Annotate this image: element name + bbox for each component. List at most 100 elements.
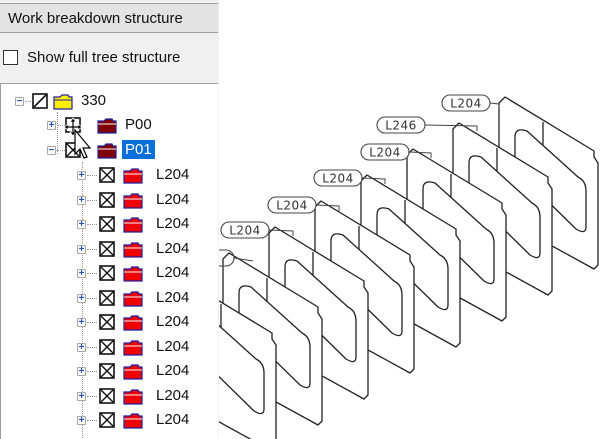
panel-title: Work breakdown structure (8, 10, 183, 27)
collapse-icon[interactable]: − (15, 96, 24, 107)
leader-line (315, 204, 340, 211)
expand-icon[interactable]: + (77, 292, 86, 304)
frame-part[interactable] (219, 279, 277, 439)
tree-node-label[interactable]: L204 (156, 362, 190, 379)
wbs-panel: Work breakdown structure Show full tree … (0, 0, 219, 439)
callout-label: L204 (229, 224, 261, 238)
leader-line (408, 151, 432, 158)
tree-node-label-selected[interactable]: P01 (122, 140, 155, 159)
show-full-tree-label[interactable]: Show full tree structure (27, 49, 181, 66)
leader-line (424, 124, 478, 131)
tree-node-l204[interactable]: + L204 (1, 263, 201, 283)
crossed-state-icon[interactable] (99, 363, 115, 379)
wbs-tree[interactable]: − 330 + P00 − (0, 83, 218, 439)
callout-label: L204 (322, 172, 354, 186)
tree-node-label[interactable]: L204 (156, 190, 190, 208)
callout-label: L204 (369, 146, 401, 160)
frame-parts (219, 96, 599, 439)
crossed-state-icon[interactable] (99, 167, 115, 183)
tree-node-label[interactable]: L204 (156, 264, 190, 281)
expand-icon[interactable]: + (77, 317, 86, 328)
expand-icon[interactable]: + (77, 268, 86, 279)
tree-connector (87, 175, 97, 176)
part-callout[interactable]: L204 (313, 169, 386, 187)
tree-connector (87, 420, 97, 421)
tree-node-l204[interactable]: + L204 (1, 165, 201, 185)
tree-connector (25, 101, 31, 102)
tree-node-label[interactable]: L204 (156, 288, 190, 306)
part-callout[interactable]: L204 (267, 196, 340, 214)
tree-connector (57, 125, 65, 126)
tree-connector (87, 248, 97, 250)
crossed-state-icon[interactable] (99, 240, 115, 257)
panel-header: Work breakdown structure (0, 3, 218, 33)
part-callout[interactable]: L204 (360, 143, 432, 161)
tree-node-label[interactable]: L204 (156, 215, 190, 232)
expand-icon[interactable]: + (77, 366, 86, 377)
tree-node-p00[interactable]: + P00 (1, 115, 201, 135)
tree-node-l204[interactable]: + L204 (1, 361, 201, 381)
crossed-state-icon[interactable] (99, 191, 115, 208)
crossed-state-icon[interactable] (99, 216, 115, 232)
tree-node-root[interactable]: − 330 (1, 91, 201, 111)
crossed-state-icon[interactable] (99, 338, 115, 355)
crossed-state-icon[interactable] (99, 387, 115, 404)
expand-icon[interactable]: + (77, 219, 86, 230)
expand-icon[interactable]: + (77, 170, 86, 181)
expand-icon[interactable]: + (77, 194, 86, 206)
tree-node-label[interactable]: L204 (156, 386, 190, 404)
tree-node-label[interactable]: P00 (125, 116, 152, 133)
tree-connector (87, 346, 97, 348)
tree-node-l204[interactable]: + L204 (1, 239, 201, 259)
tree-node-label[interactable]: L204 (156, 411, 190, 428)
expand-icon[interactable]: + (77, 415, 86, 426)
leader-line (489, 102, 500, 109)
tree-node-l204[interactable]: + L204 (1, 312, 201, 332)
crossed-state-icon[interactable] (99, 289, 115, 306)
expand-icon[interactable]: + (47, 120, 56, 131)
crossed-state-icon[interactable] (99, 265, 115, 281)
crossed-state-icon[interactable] (99, 314, 115, 330)
tree-node-label[interactable]: 330 (81, 92, 107, 109)
tree-connector (87, 297, 97, 299)
tree-connector (87, 199, 97, 201)
partial-state-icon[interactable] (32, 93, 48, 109)
folder-red-icon (123, 290, 143, 307)
folder-red-icon (123, 192, 143, 209)
part-callout[interactable]: L204 (220, 221, 294, 239)
tree-node-label[interactable]: L204 (156, 239, 190, 257)
folder-red-icon (123, 364, 143, 380)
leader-line (361, 177, 386, 184)
folder-red-icon (123, 168, 143, 184)
tree-node-l204[interactable]: + L204 (1, 190, 201, 210)
folder-red-icon (123, 388, 143, 405)
tree-connector (87, 395, 97, 397)
expand-icon[interactable]: + (77, 390, 86, 402)
tree-node-label[interactable]: L204 (156, 313, 190, 330)
tree-node-p01[interactable]: − P01 (1, 140, 201, 160)
tree-node-l204[interactable]: + L204 (1, 214, 201, 234)
part-callout[interactable]: L204 (441, 94, 500, 112)
tree-node-l204[interactable]: + L204 (1, 386, 201, 406)
folder-dark-red-icon (97, 143, 117, 159)
part-callout[interactable]: L246 (376, 116, 478, 134)
tree-connector (87, 224, 97, 225)
folder-red-icon (123, 315, 143, 331)
tree-node-l204[interactable]: + L204 (1, 410, 201, 430)
tree-node-l204[interactable]: + L204 (1, 288, 201, 308)
callout-label: L204 (450, 97, 482, 111)
tree-node-l204[interactable]: + L204 (1, 337, 201, 357)
tree-connector (87, 371, 97, 372)
show-full-tree-checkbox[interactable] (3, 50, 18, 65)
collapse-icon[interactable]: − (47, 145, 56, 156)
tree-node-label[interactable]: L204 (156, 166, 190, 183)
tree-connector (57, 112, 58, 154)
expand-icon[interactable]: + (77, 341, 86, 353)
crossed-state-icon[interactable] (99, 412, 115, 428)
tree-connector (57, 150, 65, 151)
move-cursor-icon (63, 117, 92, 159)
folder-yellow-icon (53, 94, 73, 110)
tree-node-label[interactable]: L204 (156, 337, 190, 355)
expand-icon[interactable]: + (77, 243, 86, 255)
